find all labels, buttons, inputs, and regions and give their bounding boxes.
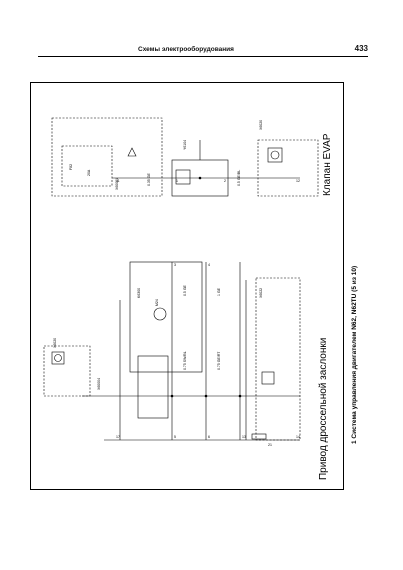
fuse-inner-box: [61, 145, 113, 187]
throttle-title: Привод дроссельной заслонки: [318, 338, 329, 480]
fuse-label: F82: [69, 164, 73, 170]
ground-circle-top: [270, 150, 280, 160]
junction-1: [198, 176, 202, 180]
pin-label-5: 5: [174, 435, 176, 439]
evap-title: Клапан EVAP: [322, 133, 333, 196]
pin-label-6: 6: [208, 435, 210, 439]
junction-3: [204, 394, 208, 398]
diagram-frame: [30, 82, 344, 490]
connector-a-label: X60001: [115, 178, 119, 190]
pin-label-13: 13: [242, 435, 246, 439]
wire-label-1: 0.35 GE: [147, 172, 151, 186]
wire-label-6: 0.75 GE/RT: [217, 351, 221, 370]
header-rule: [38, 56, 368, 57]
pin-label-4: 4: [208, 263, 210, 267]
ecu-box: [255, 277, 301, 441]
wire-label-2: 0.5 GE/BL: [237, 170, 241, 186]
diagram-caption: 1 Система управления двигателем N62, N62…: [351, 266, 358, 444]
pin-label-17: 17: [116, 435, 120, 439]
ground-circle-left: [54, 354, 62, 362]
page-header: Схемы электрооборудования 433: [38, 44, 368, 58]
throttle-sensor-box: [137, 355, 169, 419]
evap-ground-box: [257, 139, 319, 197]
throttle-motor-icon: [153, 307, 167, 321]
ground-symbol-left: [51, 351, 65, 365]
pin-label-14: 14: [296, 435, 300, 439]
connector-b-label: X60004: [97, 378, 101, 390]
ground-symbol-top: [267, 147, 283, 163]
motor-label: M24: [155, 299, 159, 306]
junction-4: [238, 394, 242, 398]
evap-valve-coil: [175, 169, 191, 185]
junction-2: [170, 394, 174, 398]
page-number: 433: [354, 44, 368, 53]
section-title: Схемы электрооборудования: [138, 46, 234, 53]
pin-label-11: 11: [116, 179, 120, 183]
ground-mid-label: X6022: [259, 288, 263, 298]
warning-triangle-icon: [127, 147, 137, 157]
wire-label-4: 1 GE: [217, 287, 221, 296]
pin-label-3: 3: [174, 263, 176, 267]
ecu-label: K6300: [137, 288, 141, 298]
pin-label-12: 12: [296, 179, 300, 183]
ground-top-label: X6020: [259, 120, 263, 130]
fuse-rating: 20A: [87, 169, 91, 176]
ground-left-label: X6020: [53, 338, 57, 348]
left-ground-box: [43, 345, 91, 397]
wire-label-5: 0.75 SW/BL: [183, 351, 187, 370]
throttle-actuator-box: [129, 261, 203, 373]
pin-label-21: 21: [268, 443, 272, 447]
valve-label: Y6104: [183, 140, 187, 150]
pin-label-2: 2: [224, 179, 226, 183]
resistor-symbol: [251, 433, 267, 440]
wire-label-3: 0.5 GE: [183, 284, 187, 296]
ecu-ground-symbol: [261, 371, 275, 385]
fuse-module-box: [51, 117, 163, 197]
pin-label-1: 1: [176, 179, 178, 183]
